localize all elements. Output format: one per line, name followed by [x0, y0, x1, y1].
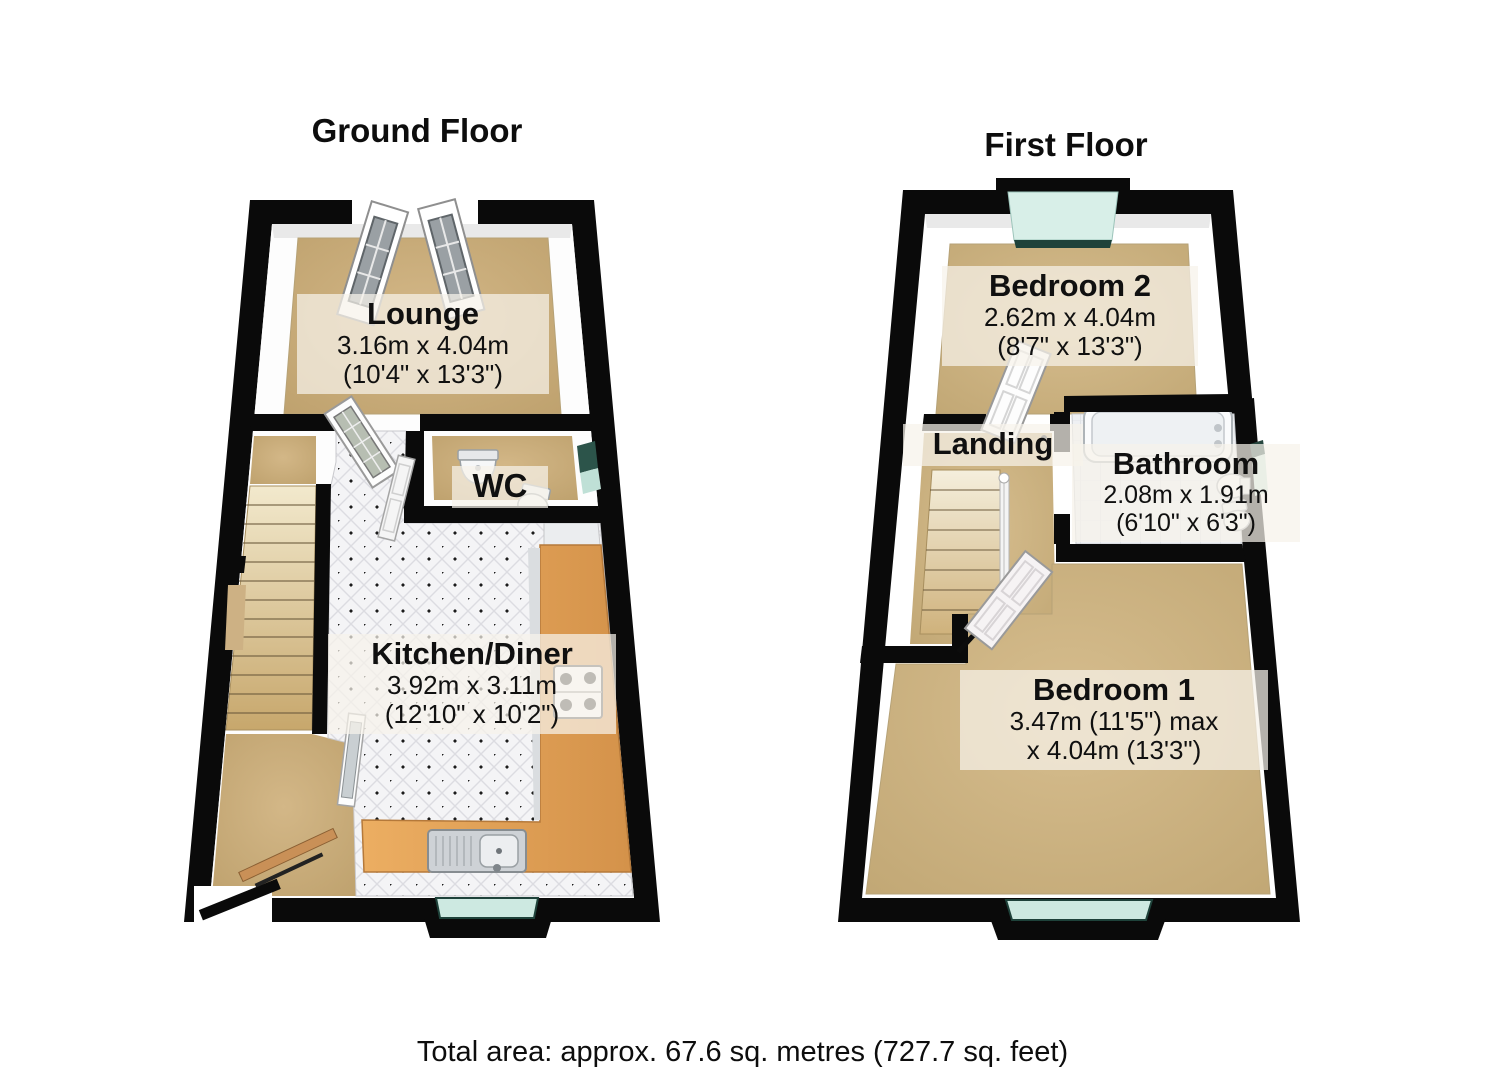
- wc-window-upper: [577, 441, 598, 473]
- hall-glazed-door: [323, 395, 401, 489]
- bedroom1-window-bay: [990, 918, 1166, 940]
- hall-niche: [225, 585, 246, 650]
- kitchen-window-icon: [434, 897, 540, 919]
- first-floor-title: First Floor: [984, 126, 1148, 163]
- kitchen-diner-dims-metric: 3.92m x 3.11m: [386, 670, 558, 700]
- landing-name: Landing: [932, 426, 1054, 461]
- bedroom1-dims-metric: 3.47m (11'5") max: [1009, 706, 1219, 736]
- bedroom2-name: Bedroom 2: [989, 268, 1151, 303]
- kitchen-side-door: [336, 712, 367, 808]
- landing-label: Landing: [903, 424, 1083, 466]
- entrance-threshold: [198, 878, 281, 921]
- bedroom2-label: Bedroom 2 2.62m x 4.04m (8'7" x 13'3"): [942, 266, 1198, 366]
- wc-window-lower: [580, 468, 601, 494]
- bathroom-dims-metric: 2.08m x 1.91m: [1103, 481, 1269, 509]
- lounge-dims-metric: 3.16m x 4.04m: [337, 330, 509, 360]
- lounge-name: Lounge: [367, 296, 479, 331]
- bathroom-label: Bathroom 2.08m x 1.91m (6'10" x 6'3"): [1072, 444, 1300, 542]
- bedroom2-dims-imperial: (8'7" x 13'3"): [997, 331, 1143, 361]
- kitchen-sink: [427, 829, 527, 873]
- bedroom1-label: Bedroom 1 3.47m (11'5") max x 4.04m (13'…: [960, 670, 1268, 770]
- lounge-dims-imperial: (10'4" x 13'3"): [343, 359, 503, 389]
- bedroom1-door: [963, 549, 1054, 651]
- staircase: [225, 436, 317, 731]
- kitchen-worktop-return: [543, 522, 601, 546]
- bathroom-wall-stub: [1238, 398, 1258, 448]
- kitchen-diner-dims-imperial: (12'10" x 10'2"): [384, 699, 560, 729]
- kitchen-diner-label: Kitchen/Diner 3.92m x 3.11m (12'10" x 10…: [328, 634, 616, 734]
- ground-interior-walls: [218, 414, 601, 734]
- kitchen-window-bay: [424, 918, 552, 938]
- bedroom1-window-icon: [1004, 899, 1154, 921]
- bedroom1-dims-imperial: x 4.04m (13'3"): [1026, 735, 1202, 765]
- wall-shadow: [272, 224, 572, 238]
- bedroom2-dims-metric: 2.62m x 4.04m: [984, 302, 1156, 332]
- wc-name: WC: [472, 467, 528, 504]
- wc-door: [377, 454, 416, 542]
- wc-label: WC: [452, 466, 548, 508]
- front-door: [238, 827, 338, 883]
- bedroom1-name: Bedroom 1: [1033, 672, 1195, 707]
- landing-staircase: [919, 469, 1010, 637]
- kitchen-diner-name: Kitchen/Diner: [371, 636, 573, 671]
- lounge-label: Lounge 3.16m x 4.04m (10'4" x 13'3"): [297, 294, 549, 394]
- ground-floor-title: Ground Floor: [311, 112, 523, 149]
- patio-door-right: [416, 198, 486, 321]
- kitchen-counter: [361, 544, 632, 873]
- bedroom2-bay-window: [996, 178, 1130, 248]
- total-area-text: Total area: approx. 67.6 sq. metres (727…: [416, 1036, 1069, 1068]
- bathroom-dims-imperial: (6'10" x 6'3"): [1116, 509, 1256, 537]
- bathroom-name: Bathroom: [1112, 446, 1260, 481]
- front-door-frame: [254, 852, 324, 888]
